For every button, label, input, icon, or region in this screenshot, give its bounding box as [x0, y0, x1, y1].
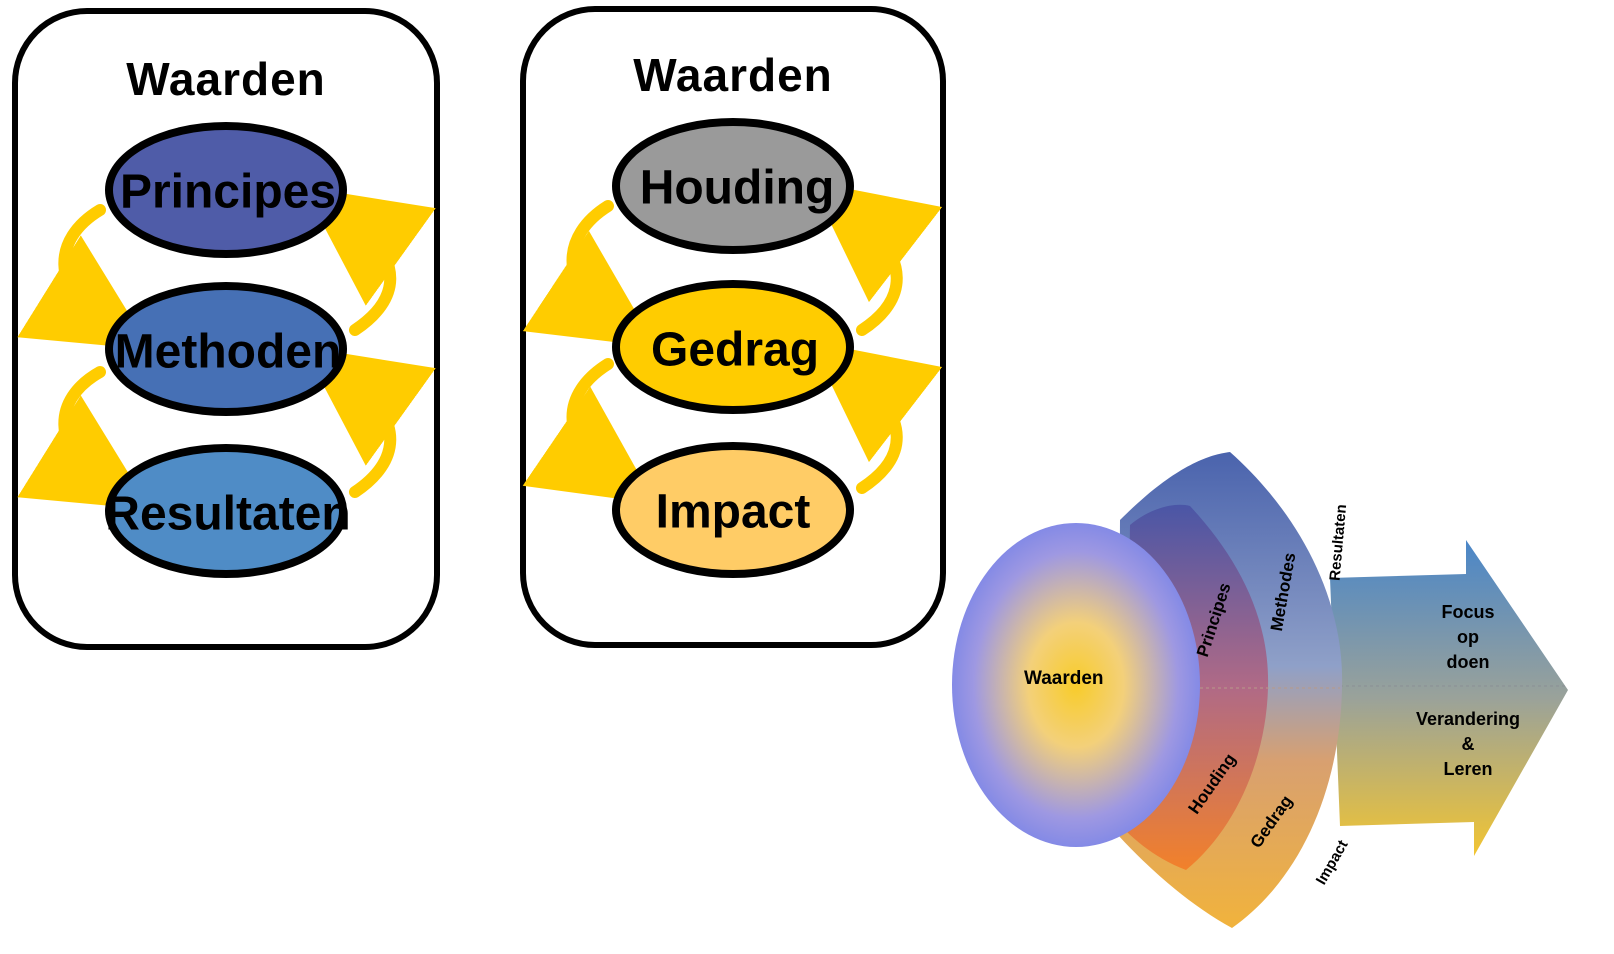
left-panel-title: Waarden: [126, 53, 326, 105]
principes-ellipse: [105, 122, 347, 258]
arrow-upper-line-2: op: [1457, 627, 1479, 647]
up-arrow-4: [810, 341, 943, 494]
arrow-upper-line-3: doen: [1446, 652, 1490, 672]
arrow-upper-text: Focus op doen: [1420, 600, 1516, 675]
resultaten-label: Resultaten: [105, 487, 351, 541]
core-label: Waarden: [1024, 668, 1104, 689]
down-arrow-3: [522, 200, 657, 348]
down-arrow-2: [17, 366, 151, 510]
big-arrow: [1330, 540, 1568, 856]
principes-label: Principes: [119, 165, 337, 219]
resultaten-ellipse: [105, 444, 347, 578]
arrow-lower-line-2: &: [1461, 734, 1475, 754]
methoden-label: Methoden: [114, 325, 342, 379]
up-arrow-1: [303, 187, 436, 336]
middle-panel-cycle-arrows: [522, 181, 943, 504]
left-panel-cycle-arrows: [17, 187, 436, 510]
arrow-lower-line-1: Verandering: [1415, 709, 1521, 729]
gedrag-ellipse: [612, 280, 854, 414]
middle-panel-title: Waarden: [633, 49, 833, 101]
impact-ellipse: [612, 442, 854, 578]
methoden-ellipse: [105, 282, 347, 416]
up-arrow-2: [303, 347, 436, 498]
gedrag-label: Gedrag: [650, 323, 820, 377]
impact-label: Impact: [655, 485, 811, 539]
down-arrow-4: [522, 358, 656, 504]
houding-ellipse: [612, 118, 854, 254]
core-ellipse: [952, 523, 1200, 847]
down-arrow-1: [17, 204, 151, 350]
arrow-lower-line-3: Leren: [1443, 759, 1493, 779]
up-arrow-3: [810, 181, 943, 336]
arrow-upper-line-1: Focus: [1441, 602, 1495, 622]
arrow-lower-text: Verandering & Leren: [1400, 707, 1536, 782]
houding-label: Houding: [639, 161, 835, 215]
